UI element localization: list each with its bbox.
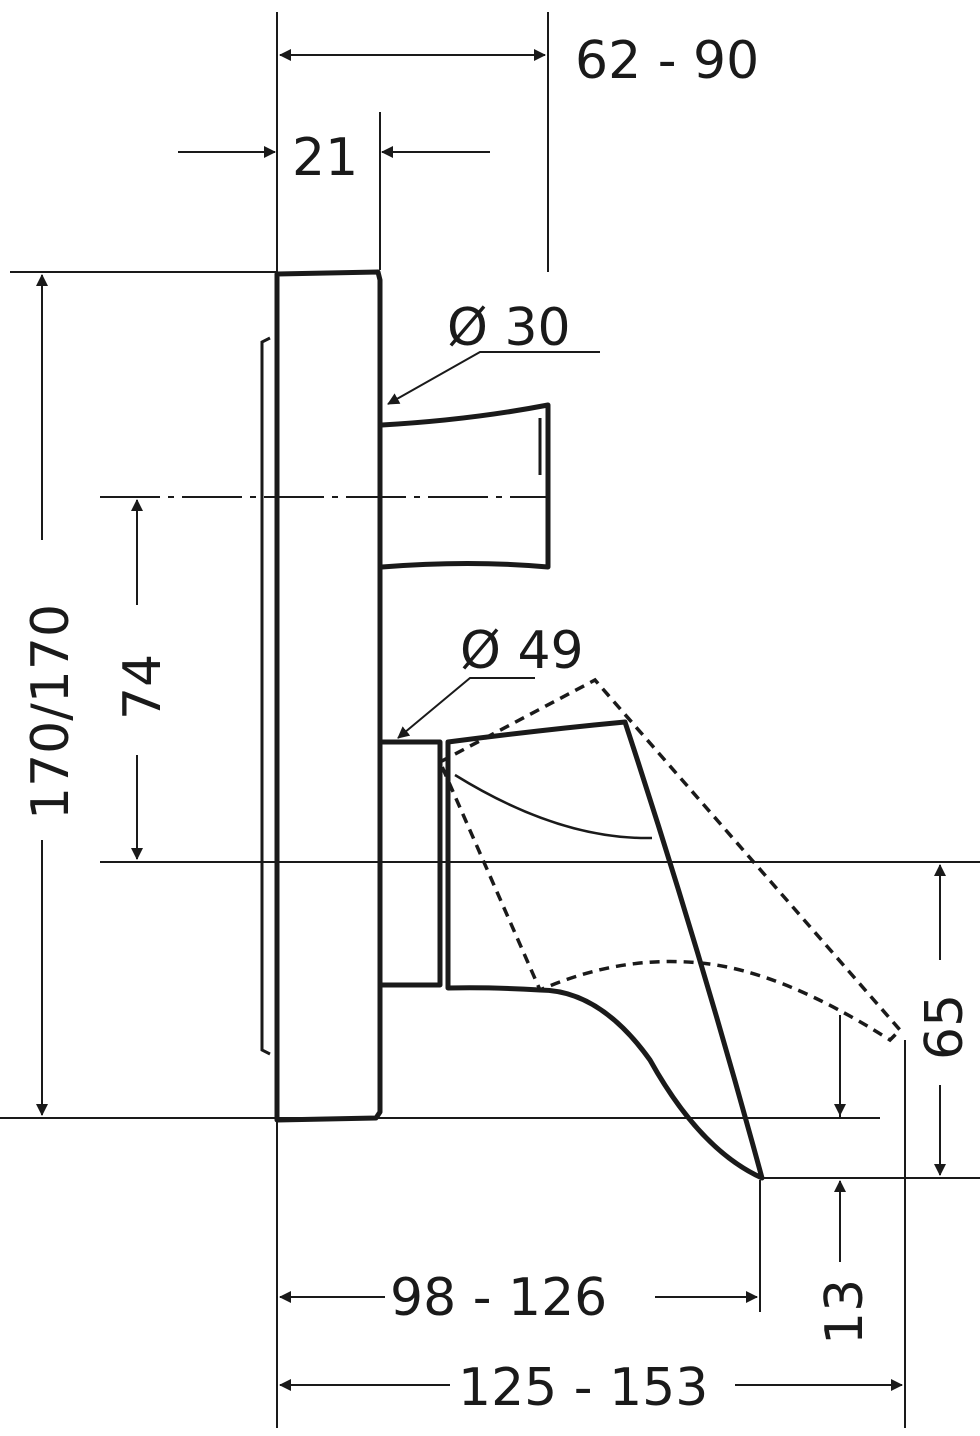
dimension-label-spout-reach-outer: 125 - 153 [458, 1358, 708, 1418]
dimension-upper-diameter: Ø 30 [387, 298, 600, 405]
dimension-spout-offset: 13 [815, 1040, 875, 1345]
dimension-spout-reach-outer: 125 - 153 [279, 1358, 903, 1418]
dimension-label-handle-spacing: 74 [113, 654, 173, 720]
dimension-label-spout-reach-inner: 98 - 126 [390, 1268, 607, 1328]
dimension-label-projection: 62 - 90 [575, 31, 759, 91]
dimension-spout-height: 65 [915, 864, 975, 1176]
dimension-projection: 62 - 90 [279, 31, 759, 91]
dimension-handle-spacing: 74 [113, 499, 173, 860]
dimension-lower-diameter: Ø 49 [397, 621, 584, 739]
upper-handle [381, 402, 551, 570]
spout [382, 677, 903, 1181]
dimension-label-plate-height: 170/170 [21, 604, 81, 820]
dimension-plate-height: 170/170 [21, 274, 81, 1116]
dimension-label-lower-diameter: Ø 49 [460, 621, 584, 681]
dimension-spout-reach-inner: 98 - 126 [279, 1268, 758, 1328]
dimension-label-upper-diameter: Ø 30 [447, 298, 571, 358]
center-lines [100, 496, 980, 863]
wall-plate [260, 269, 383, 1123]
dimension-plate-depth: 21 [178, 128, 490, 188]
dimension-label-spout-height: 65 [915, 994, 975, 1060]
dimension-label-spout-offset: 13 [815, 1279, 875, 1345]
dimension-label-plate-depth: 21 [292, 128, 358, 188]
